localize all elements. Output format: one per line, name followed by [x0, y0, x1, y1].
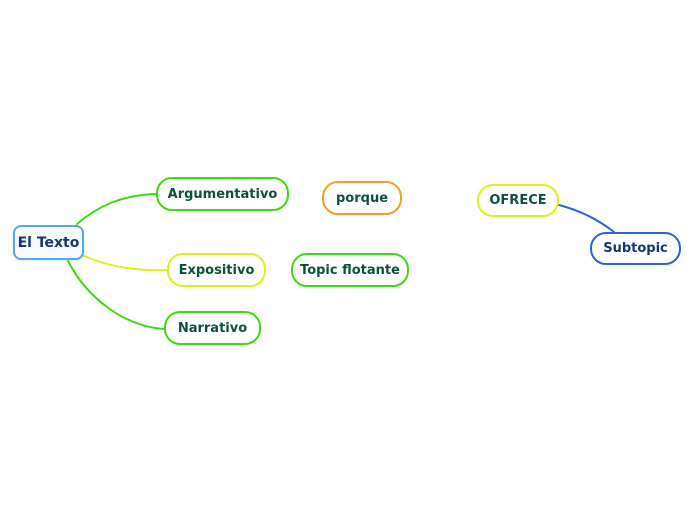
edge-eltexto-argumentativo [76, 193, 157, 225]
node-ofrece[interactable]: OFRECE [477, 184, 559, 217]
node-topic-flotante[interactable]: Topic flotante [291, 253, 409, 287]
node-argumentativo[interactable]: Argumentativo [156, 177, 289, 211]
node-expositivo[interactable]: Expositivo [167, 253, 266, 287]
edge-ofrece-subtopic [558, 204, 615, 233]
edge-eltexto-expositivo [81, 254, 168, 272]
node-narrativo[interactable]: Narrativo [164, 311, 261, 345]
edge-eltexto-narrativo [67, 260, 165, 330]
node-el-texto[interactable]: El Texto [13, 225, 84, 260]
node-porque[interactable]: porque [322, 181, 402, 215]
node-subtopic[interactable]: Subtopic [590, 232, 681, 265]
